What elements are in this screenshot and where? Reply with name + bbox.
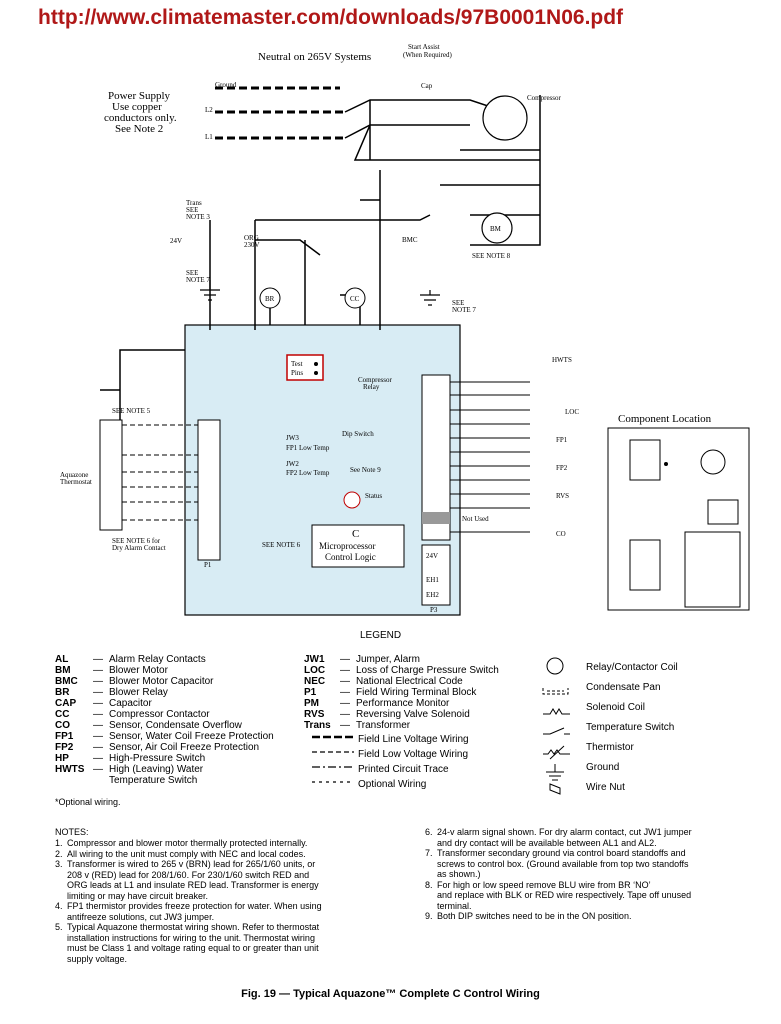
microprocessor-box xyxy=(311,524,405,568)
figure-caption: Fig. 19 — Typical Aquazone™ Complete C C… xyxy=(241,988,540,1000)
see-note6b-label: SEE NOTE 6 xyxy=(262,541,301,549)
legend-column-2: JW1—Jumper, Alarm LOC—Loss of Charge Pre… xyxy=(304,654,499,731)
not-used-terminal xyxy=(422,512,450,524)
see-note7-left-2: NOTE 7 xyxy=(186,276,210,284)
power-supply-label-1: Power Supply xyxy=(108,90,171,102)
cap-label: Cap xyxy=(421,82,433,90)
v230-label: 230V xyxy=(244,241,260,249)
legend-column-1: AL—Alarm Relay Contacts BM—Blower Motor … xyxy=(55,654,274,786)
test-pins-box xyxy=(286,354,324,381)
test-pins-label-1: Test xyxy=(291,360,303,368)
blower-motor-symbol xyxy=(481,212,513,244)
fp2-label: FP2 xyxy=(556,464,568,472)
see-note8-label: SEE NOTE 8 xyxy=(472,252,511,260)
trans-label-1: Trans xyxy=(186,199,202,207)
source-url[interactable]: http://www.climatemaster.com/downloads/9… xyxy=(38,6,624,29)
see-note7-left-1: SEE xyxy=(186,269,198,277)
thermostat-name-1: Aquazone xyxy=(60,471,88,479)
notes-right: 6.24-v alarm signal shown. For dry alarm… xyxy=(425,827,692,921)
p1-terminal-block xyxy=(197,419,221,561)
c-big-label: C xyxy=(352,528,359,540)
v24-label: 24V xyxy=(170,237,182,245)
see-note5-label: SEE NOTE 5 xyxy=(112,407,151,415)
start-assist-label-2: (When Required) xyxy=(403,51,452,59)
ground-label: Ground xyxy=(215,81,237,89)
see-note6-label-1: SEE NOTE 6 for xyxy=(112,537,161,545)
bmc-label: BMC xyxy=(402,236,418,244)
org-label: ORG xyxy=(244,234,259,242)
status-led-label: Status xyxy=(365,492,382,500)
neutral-label: Neutral on 265V Systems xyxy=(258,51,371,63)
fp1-low-label: FP1 Low Temp xyxy=(286,444,330,452)
optional-wiring-note: *Optional wiring. xyxy=(55,797,121,807)
legend-title: LEGEND xyxy=(360,630,402,641)
symbol-legend-labels: Relay/Contactor Coil Condensate Pan Sole… xyxy=(586,662,678,793)
compressor-label: Compressor xyxy=(527,94,562,102)
cc-contactor-coil xyxy=(344,287,366,309)
wire-type-legend xyxy=(312,735,354,783)
p1-label: P1 xyxy=(204,561,212,569)
wire-type-labels: Field Line Voltage Wiring Field Low Volt… xyxy=(358,734,469,790)
p3-label: P3 xyxy=(430,606,438,614)
eh2-label: EH2 xyxy=(426,591,439,599)
see-note6-label-2: Dry Alarm Contact xyxy=(112,544,166,552)
start-assist-label-1: Start Assist xyxy=(408,43,440,51)
symbol-legend-icons xyxy=(542,657,570,795)
eh1-label: EH1 xyxy=(426,576,439,584)
wiring-diagram: Neutral on 265V Systems Start Assist (Wh… xyxy=(60,43,750,616)
jw2-label: JW2 xyxy=(286,460,299,468)
cc-coil-label: CC xyxy=(350,295,360,303)
notes-title: NOTES: xyxy=(55,827,89,837)
jw3-label: JW3 xyxy=(286,434,299,442)
p3-terminal-block xyxy=(421,544,451,606)
power-supply-label-4: See Note 2 xyxy=(115,123,163,135)
component-location-title: Component Location xyxy=(618,413,712,425)
power-supply-label-2: Use copper xyxy=(112,101,162,113)
dc24-label: 24V xyxy=(426,552,438,560)
fp1-label: FP1 xyxy=(556,436,568,444)
l1-label: L1 xyxy=(205,133,213,141)
trans-label-2: SEE xyxy=(186,206,198,214)
bm-label: BM xyxy=(490,225,502,233)
br-coil-label: BR xyxy=(265,295,275,303)
compressor-relay-1: Compressor xyxy=(358,376,393,384)
hwts-label: HWTS xyxy=(552,356,572,364)
test-pins-label-2: Pins xyxy=(291,369,303,377)
micro-label-2: Control Logic xyxy=(325,552,376,562)
l2-label: L2 xyxy=(205,106,213,114)
micro-label-1: Microprocessor xyxy=(319,541,375,551)
see-note7-right-1: SEE xyxy=(452,299,464,307)
dip-switch-label: Dip Switch xyxy=(342,430,374,438)
compressor-relay-2: Relay xyxy=(363,383,380,391)
loc-label: LOC xyxy=(565,408,579,416)
see-note7-right-2: NOTE 7 xyxy=(452,306,476,314)
rvs-label: RVS xyxy=(556,492,569,500)
br-relay-coil xyxy=(259,287,281,309)
thermostat-block xyxy=(99,419,123,531)
trans-label-3: NOTE 3 xyxy=(186,213,210,221)
thermostat-name-2: Thermostat xyxy=(60,478,92,486)
fp2-low-label: FP2 Low Temp xyxy=(286,469,330,477)
compressor-symbol xyxy=(482,95,528,141)
notes-left: 1.Compressor and blower motor thermally … xyxy=(55,838,322,964)
see-note9-label: See Note 9 xyxy=(350,466,381,474)
power-supply-label-3: conductors only. xyxy=(104,112,177,124)
co-label: CO xyxy=(556,530,566,538)
not-used-label: Not Used xyxy=(462,515,489,523)
status-led xyxy=(343,491,361,509)
